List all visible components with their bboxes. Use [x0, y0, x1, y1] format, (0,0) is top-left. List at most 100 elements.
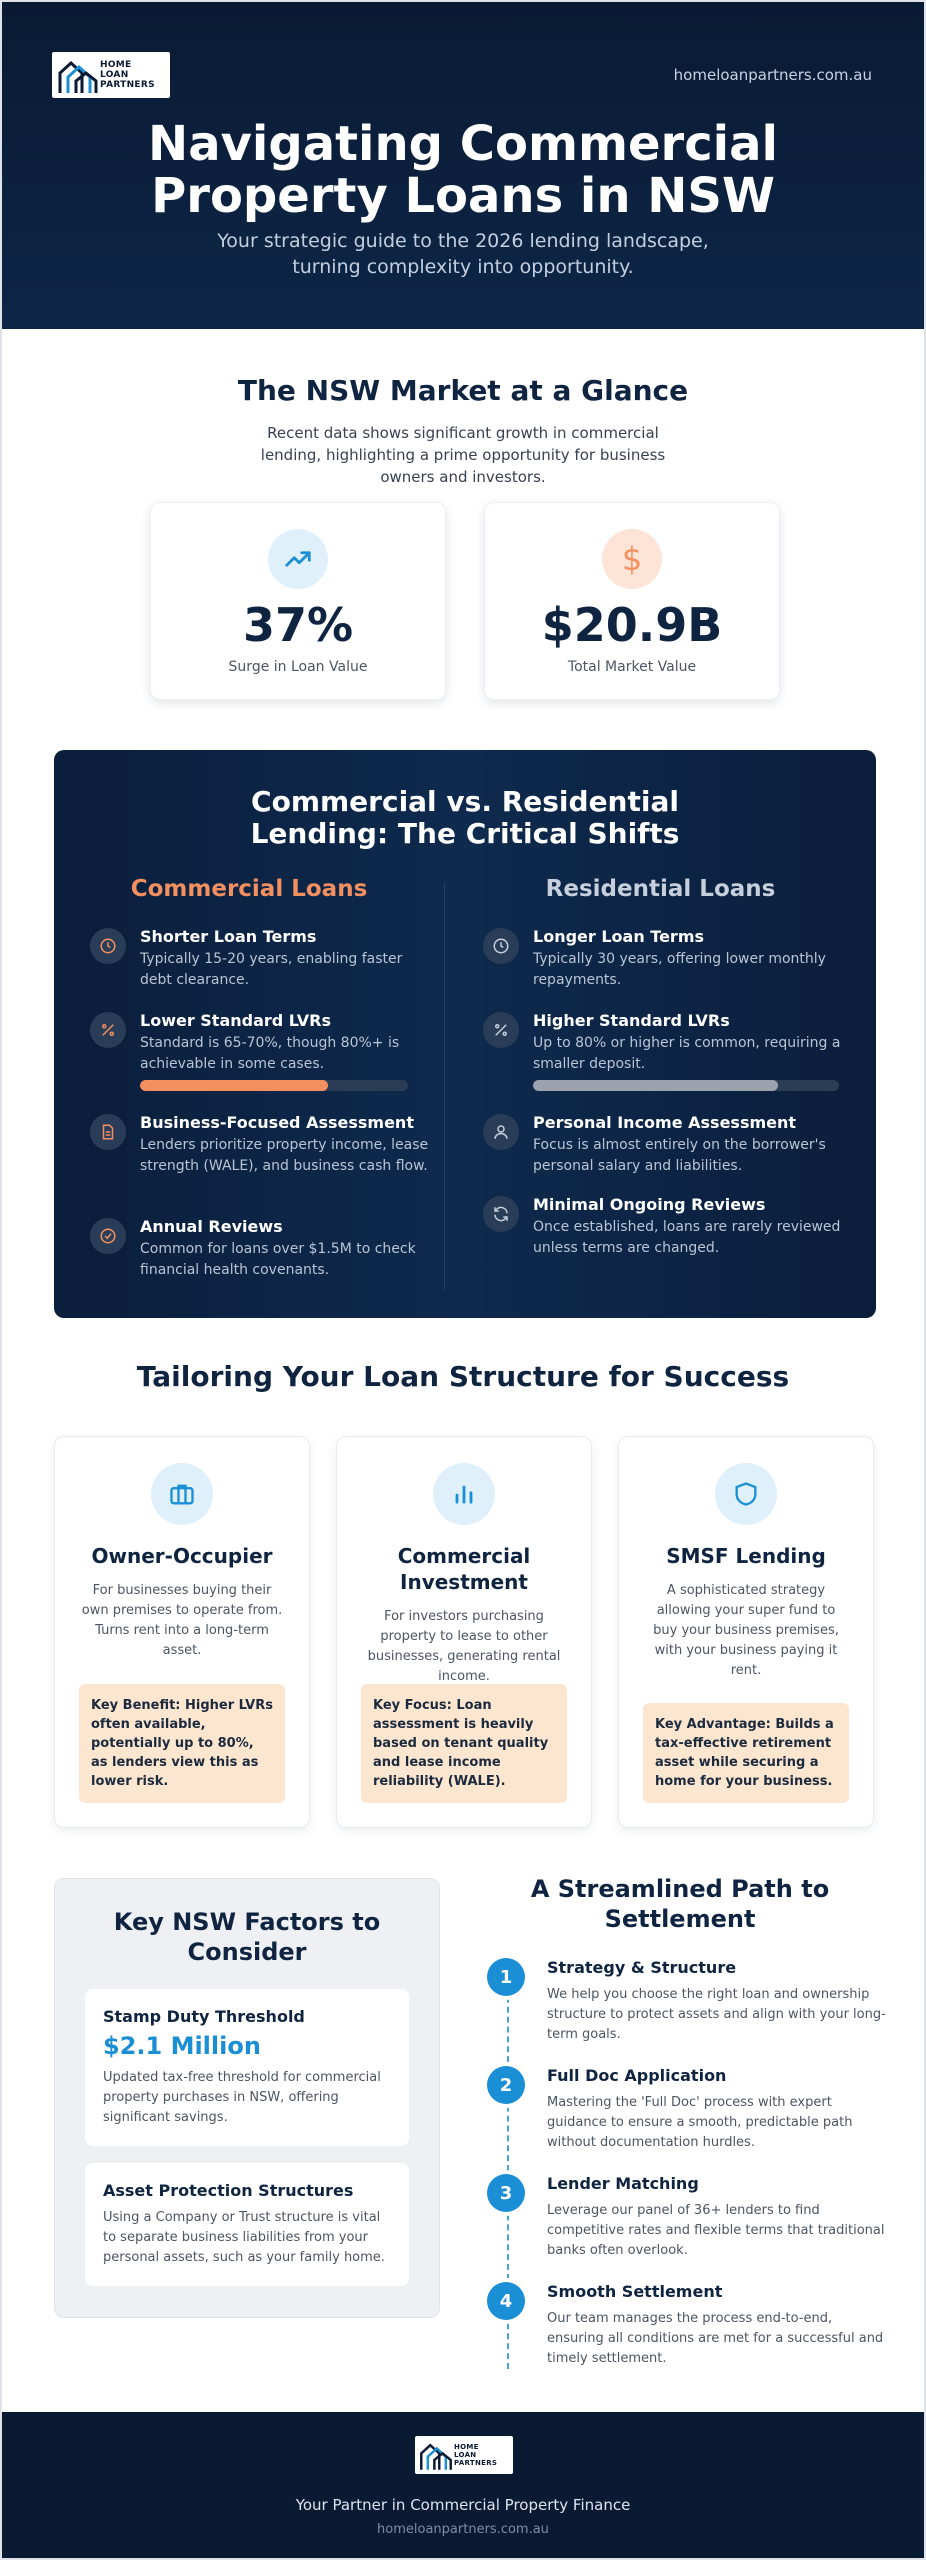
footer-logo: HOME LOAN PARTNERS [415, 2436, 513, 2474]
card-key-note: Key Benefit: Higher LVRs often available… [79, 1684, 285, 1803]
residential-lvr-fill [533, 1080, 778, 1091]
shield-icon [735, 1482, 757, 1506]
timeline-line [507, 1977, 509, 2369]
comparison-title: Commercial vs. Residential Lending: The … [250, 785, 680, 850]
card-title: Owner-Occupier [91, 1544, 273, 1568]
path-step-2: 2 Full Doc Application Mastering the 'Fu… [487, 2066, 887, 2153]
path-step-3: 3 Lender Matching Leverage our panel of … [487, 2174, 887, 2261]
commercial-item-reviews: Annual Reviews Common for loans over $1.… [90, 1217, 430, 1281]
step-desc: Our team manages the process end-to-end,… [547, 2311, 884, 2366]
stat-value: $20.9B [541, 598, 723, 652]
item-desc: Common for loans over $1.5M to check fin… [140, 1241, 416, 1278]
commercial-lvr-bar [140, 1080, 408, 1091]
factor-value: $2.1 Million [103, 2032, 261, 2060]
dollar-icon: $ [621, 540, 643, 578]
commercial-heading: Commercial Loans [130, 876, 368, 902]
house-logo-icon [420, 2443, 452, 2470]
structure-card-commercial-investment: Commercial Investment For investors purc… [336, 1436, 592, 1828]
item-desc: Once established, loans are rarely revie… [533, 1219, 841, 1256]
card-desc: For businesses buying their own premises… [81, 1583, 283, 1658]
step-title: Lender Matching [547, 2174, 699, 2193]
card-key-note: Key Focus: Loan assessment is heavily ba… [361, 1684, 567, 1803]
commercial-item-terms: Shorter Loan Terms Typically 15-20 years… [90, 928, 430, 991]
item-title: Longer Loan Terms [533, 927, 705, 946]
path-step-4: 4 Smooth Settlement Our team manages the… [487, 2282, 887, 2369]
factor-asset-protection: Asset Protection Structures Using a Comp… [85, 2163, 409, 2286]
item-title: Minimal Ongoing Reviews [533, 1195, 766, 1214]
card-title: Commercial Investment [397, 1544, 531, 1594]
stat-value: 37% [242, 598, 354, 652]
factor-desc: Updated tax-free threshold for commercia… [103, 2070, 381, 2125]
factors-title: Key NSW Factors to Consider [113, 1908, 381, 1966]
structure-card-owner-occupier: Owner-Occupier For businesses buying the… [54, 1436, 310, 1828]
factor-title: Stamp Duty Threshold [103, 2007, 305, 2026]
briefcase-icon [170, 1484, 194, 1505]
item-title: Lower Standard LVRs [140, 1011, 332, 1030]
clock-icon [100, 938, 116, 954]
item-desc: Focus is almost entirely on the borrower… [533, 1137, 826, 1174]
market-subtitle: Recent data shows significant growth in … [260, 424, 666, 486]
item-title: Business-Focused Assessment [140, 1113, 414, 1132]
page-title: Navigating Commercial Property Loans in … [148, 116, 778, 224]
residential-lvr-bar [533, 1080, 839, 1091]
logo-word-1: HOME [100, 60, 132, 70]
factor-stamp-duty: Stamp Duty Threshold $2.1 Million Update… [85, 1989, 409, 2146]
commercial-item-lvr: Lower Standard LVRs Standard is 65-70%, … [90, 1011, 430, 1075]
bar-chart-icon [455, 1485, 473, 1504]
house-logo-icon [58, 60, 98, 93]
logo-word-2: LOAN [454, 2451, 477, 2459]
hero-header: HOME LOAN PARTNERS homeloanpartners.com.… [2, 2, 924, 329]
brand-logo: HOME LOAN PARTNERS [52, 52, 170, 98]
residential-item-reviews: Minimal Ongoing Reviews Once established… [483, 1195, 843, 1259]
comparison-panel: Commercial vs. Residential Lending: The … [54, 750, 876, 1318]
item-desc: Typically 15-20 years, enabling faster d… [140, 951, 403, 988]
commercial-item-assessment: Business-Focused Assessment Lenders prio… [90, 1113, 430, 1177]
residential-item-lvr: Higher Standard LVRs Up to 80% or higher… [483, 1011, 843, 1075]
check-circle-icon [100, 1228, 116, 1244]
factor-title: Asset Protection Structures [103, 2181, 354, 2200]
card-title: SMSF Lending [666, 1544, 826, 1568]
item-desc: Lenders prioritize property income, leas… [140, 1137, 429, 1174]
stat-card-loan-value: 37% Surge in Loan Value [150, 502, 446, 700]
path-title: A Streamlined Path to Settlement [530, 1875, 830, 1933]
stat-card-market-value: $ $20.9B Total Market Value [484, 502, 780, 700]
clock-icon [493, 938, 509, 954]
step-desc: Leverage our panel of 36+ lenders to fin… [547, 2203, 885, 2258]
item-title: Higher Standard LVRs [533, 1011, 730, 1030]
trending-up-icon [285, 551, 311, 567]
footer-website[interactable]: homeloanpartners.com.au [377, 2522, 549, 2537]
stat-label: Surge in Loan Value [228, 659, 368, 675]
card-desc: A sophisticated strategy allowing your s… [653, 1583, 839, 1678]
commercial-lvr-fill [140, 1080, 328, 1091]
step-desc: We help you choose the right loan and ow… [547, 1987, 886, 2042]
step-desc: Mastering the 'Full Doc' process with ex… [547, 2095, 853, 2150]
document-icon [102, 1124, 114, 1140]
item-desc: Typically 30 years, offering lower month… [533, 951, 826, 988]
item-desc: Up to 80% or higher is common, requiring… [533, 1035, 841, 1072]
structures-title: Tailoring Your Loan Structure for Succes… [136, 1360, 790, 1393]
step-title: Strategy & Structure [547, 1958, 737, 1977]
step-number: 4 [487, 2282, 525, 2320]
step-number: 1 [487, 1958, 525, 1996]
logo-word-1: HOME [454, 2443, 479, 2451]
path-step-1: 1 Strategy & Structure We help you choos… [487, 1958, 887, 2045]
header-website[interactable]: homeloanpartners.com.au [673, 66, 872, 84]
logo-word-2: LOAN [100, 70, 129, 80]
residential-item-terms: Longer Loan Terms Typically 30 years, of… [483, 927, 843, 991]
logo-word-3: PARTNERS [100, 80, 155, 90]
footer: HOME LOAN PARTNERS Your Partner in Comme… [2, 2412, 924, 2558]
page-subtitle: Your strategic guide to the 2026 lending… [217, 230, 709, 278]
item-title: Personal Income Assessment [533, 1113, 797, 1132]
column-divider [444, 882, 445, 1290]
user-icon [494, 1125, 508, 1139]
nsw-factors-panel: Key NSW Factors to Consider Stamp Duty T… [54, 1878, 440, 2318]
step-title: Smooth Settlement [547, 2282, 723, 2301]
percent-icon [495, 1024, 507, 1036]
step-title: Full Doc Application [547, 2066, 727, 2085]
residential-heading: Residential Loans [545, 876, 776, 902]
structure-card-smsf: SMSF Lending A sophisticated strategy al… [618, 1436, 874, 1828]
market-title: The NSW Market at a Glance [237, 374, 689, 407]
footer-tagline: Your Partner in Commercial Property Fina… [295, 2496, 631, 2514]
residential-item-assessment: Personal Income Assessment Focus is almo… [483, 1113, 843, 1177]
item-title: Annual Reviews [140, 1217, 283, 1236]
